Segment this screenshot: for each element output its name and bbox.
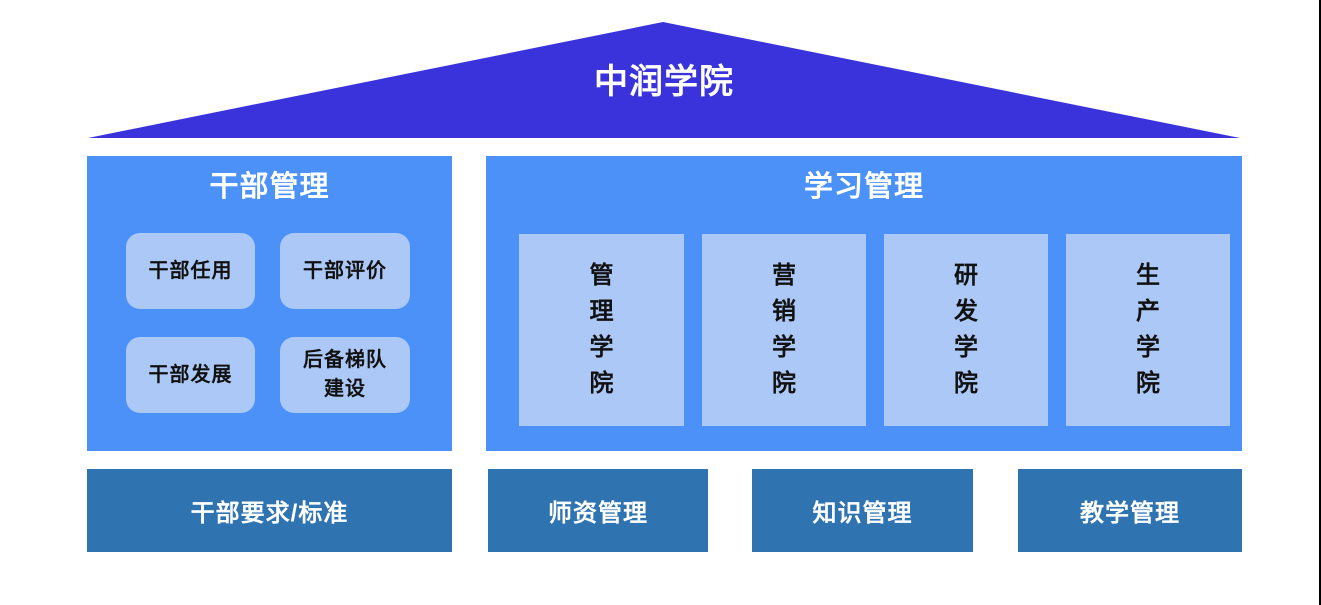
tile-label: 后备梯队 建设 [303, 349, 387, 400]
bar-label: 干部要求/标准 [190, 500, 349, 527]
bar-knowledge-management: 知识管理 [752, 469, 973, 552]
college-rnd: 研 发 学 院 [884, 234, 1048, 426]
college-label: 研 发 学 院 [954, 262, 978, 397]
learning-panel-title: 学习管理 [803, 171, 924, 203]
bar-label: 知识管理 [812, 500, 913, 527]
tile-cadre-development: 干部发展 [126, 337, 255, 413]
roof-shape [88, 22, 1240, 138]
academy-title: 中润学院 [594, 63, 734, 101]
college-management: 管 理 学 院 [519, 234, 684, 426]
tile-label: 干部评价 [303, 259, 387, 282]
cadre-management-panel: 干部管理 干部任用 干部评价 干部发展 后备梯队 建设 [87, 156, 452, 451]
college-marketing: 营 销 学 院 [702, 234, 866, 426]
college-label: 营 销 学 院 [772, 262, 796, 397]
bar-label: 师资管理 [548, 500, 648, 527]
learning-management-panel: 学习管理 管 理 学 院 营 销 学 院 研 发 学 院 生 产 学 院 [486, 156, 1242, 451]
tile-label: 干部发展 [148, 363, 233, 386]
college-production: 生 产 学 院 [1066, 234, 1230, 426]
bar-cadre-requirements-standards: 干部要求/标准 [87, 469, 452, 552]
tile-label: 干部任用 [148, 259, 233, 282]
bar-label: 教学管理 [1080, 500, 1180, 527]
bar-teaching-management: 教学管理 [1018, 469, 1242, 552]
bar-teacher-management: 师资管理 [488, 469, 708, 552]
tile-cadre-evaluation: 干部评价 [280, 233, 410, 309]
college-label: 管 理 学 院 [589, 262, 614, 397]
college-label: 生 产 学 院 [1136, 262, 1160, 397]
tile-reserve-team-building: 后备梯队 建设 [280, 337, 410, 413]
cadre-panel-title: 干部管理 [209, 171, 330, 203]
tile-cadre-appointment: 干部任用 [126, 233, 255, 309]
screenshot-right-border [1319, 0, 1321, 605]
